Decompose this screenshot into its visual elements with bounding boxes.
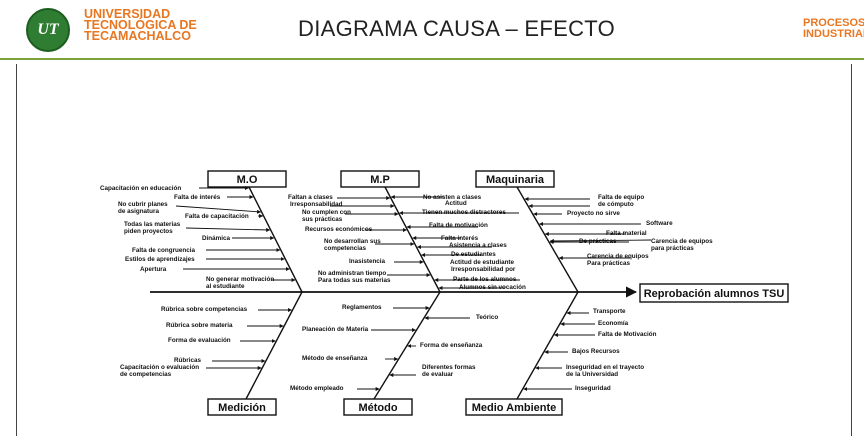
cause-label-amb: Inseguridad: [575, 385, 611, 392]
category-bone-mo: [248, 186, 303, 293]
cause-label-med: Rúbrica sobre competencias: [161, 306, 248, 313]
university-name-line: TECAMACHALCO: [84, 29, 191, 43]
category-amb-label: Medio Ambiente: [472, 402, 557, 414]
category-bone-med: [245, 291, 303, 400]
cause-label-maq: De prácticas: [579, 238, 617, 245]
cause-label-mp: Inasistencia: [349, 258, 386, 265]
effect-label: Reprobación alumnos TSU: [644, 288, 785, 300]
cause-label-amb: Economía: [598, 320, 629, 327]
university-logo: UT: [26, 8, 70, 52]
cause-label-amb: Bajos Recursos: [572, 348, 620, 355]
slide-title: DIAGRAMA CAUSA – EFECTO: [298, 16, 616, 41]
cause-label-mp: Asistencia a clases: [449, 242, 507, 249]
category-med-box: [207, 398, 277, 416]
university-name: UNIVERSIDAD TECNOLÓGICA DE TECAMACHALCO: [84, 7, 197, 43]
department-name-line: INDUSTRIALES: [803, 28, 864, 40]
cause-label-mp: Faltan a clases: [288, 194, 333, 201]
cause-label-mp: Parte de los alumnos: [453, 276, 517, 283]
cause-label-med: Rúbricas: [174, 357, 201, 364]
cause-label-amb: Transporte: [593, 308, 626, 315]
cause-label-amb: Falta de Motivación: [598, 331, 657, 338]
department-name: PROCESOS INDUSTRIALES: [803, 18, 864, 40]
category-met-label: Método: [358, 402, 397, 414]
category-mp-box: [340, 170, 420, 188]
cause-label-mo: Falta de interés: [174, 194, 221, 201]
header-divider: [0, 58, 864, 60]
cause-label-med: Rúbrica sobre materia: [166, 322, 233, 329]
slide-header: UT UNIVERSIDAD TECNOLÓGICA DE TECAMACHAL…: [0, 0, 864, 60]
cause-label-mo: Dinámica: [202, 235, 230, 242]
category-maq-box: [475, 170, 555, 188]
cause-label-met: Método de enseñanza: [302, 355, 368, 362]
fishbone-layer: Reprobación alumnos TSU M.O M.P MaquinariaM…: [100, 170, 789, 416]
cause-label-mp: No asisten a clases: [423, 194, 482, 201]
cause-label-mp: Falta interés: [441, 235, 479, 242]
effect-box: [639, 283, 789, 303]
university-name-line: TECNOLÓGICA DE: [84, 18, 197, 32]
logo-text: UT: [37, 21, 59, 38]
category-amb-box: [465, 398, 563, 416]
cause-label-mp: De estudiantes: [451, 251, 496, 258]
cause-label-met: Forma de enseñanza: [420, 342, 483, 349]
cause-label-mp: Irresponsabilidad por: [451, 266, 516, 273]
department-name-line: PROCESOS: [803, 17, 864, 29]
cause-label-mp: Recursos económicos: [305, 226, 373, 233]
cause-label-maq: Software: [646, 220, 673, 227]
category-bone-amb: [516, 291, 579, 400]
category-met-box: [343, 398, 413, 416]
university-name-line: UNIVERSIDAD: [84, 7, 171, 21]
cause-arrow-mo: [185, 227, 271, 232]
cause-label-maq: Proyecto no sirve: [567, 210, 620, 217]
category-mp-label: M.P: [370, 174, 390, 186]
cause-label-mp: Actitud de estudiante: [450, 259, 515, 266]
category-bone-maq: [516, 186, 579, 293]
cause-arrow-maq: [549, 238, 652, 243]
category-maq-label: Maquinaria: [486, 174, 545, 186]
cause-label-mp: Actitud: [445, 200, 467, 207]
cause-label-med: Forma de evaluación: [168, 337, 231, 344]
cause-label-mp: Irresponsabilidad: [290, 201, 343, 208]
cause-label-mo: Capacitación en educación: [100, 185, 181, 192]
cause-label-maq: Falta material: [606, 230, 647, 237]
cause-label-mo: Apertura: [140, 266, 167, 273]
slide-border-right: [851, 64, 852, 436]
cause-label-mp: Falta de motivación: [429, 222, 488, 229]
cause-arrow-mo: [175, 205, 262, 214]
cause-label-mp: Alumnos sin vocación: [459, 284, 526, 291]
category-med-label: Medición: [218, 402, 266, 414]
cause-label-met: Reglamentos: [342, 304, 382, 311]
category-mo-label: M.O: [237, 174, 258, 186]
cause-label-mo: Estilos de aprendizajes: [125, 256, 195, 263]
slide-border-left: [16, 64, 17, 436]
cause-label-mo: Falta de capacitación: [185, 213, 249, 220]
cause-label-met: Método empleado: [290, 385, 344, 392]
category-bone-mp: [384, 186, 441, 293]
cause-label-met: Teórico: [476, 314, 498, 321]
cause-label-mo: Falta de congruencia: [132, 247, 195, 254]
cause-label-mp: Tienen muchos distractores: [422, 209, 506, 216]
cause-label-met: Planeación de Materia: [302, 326, 369, 333]
